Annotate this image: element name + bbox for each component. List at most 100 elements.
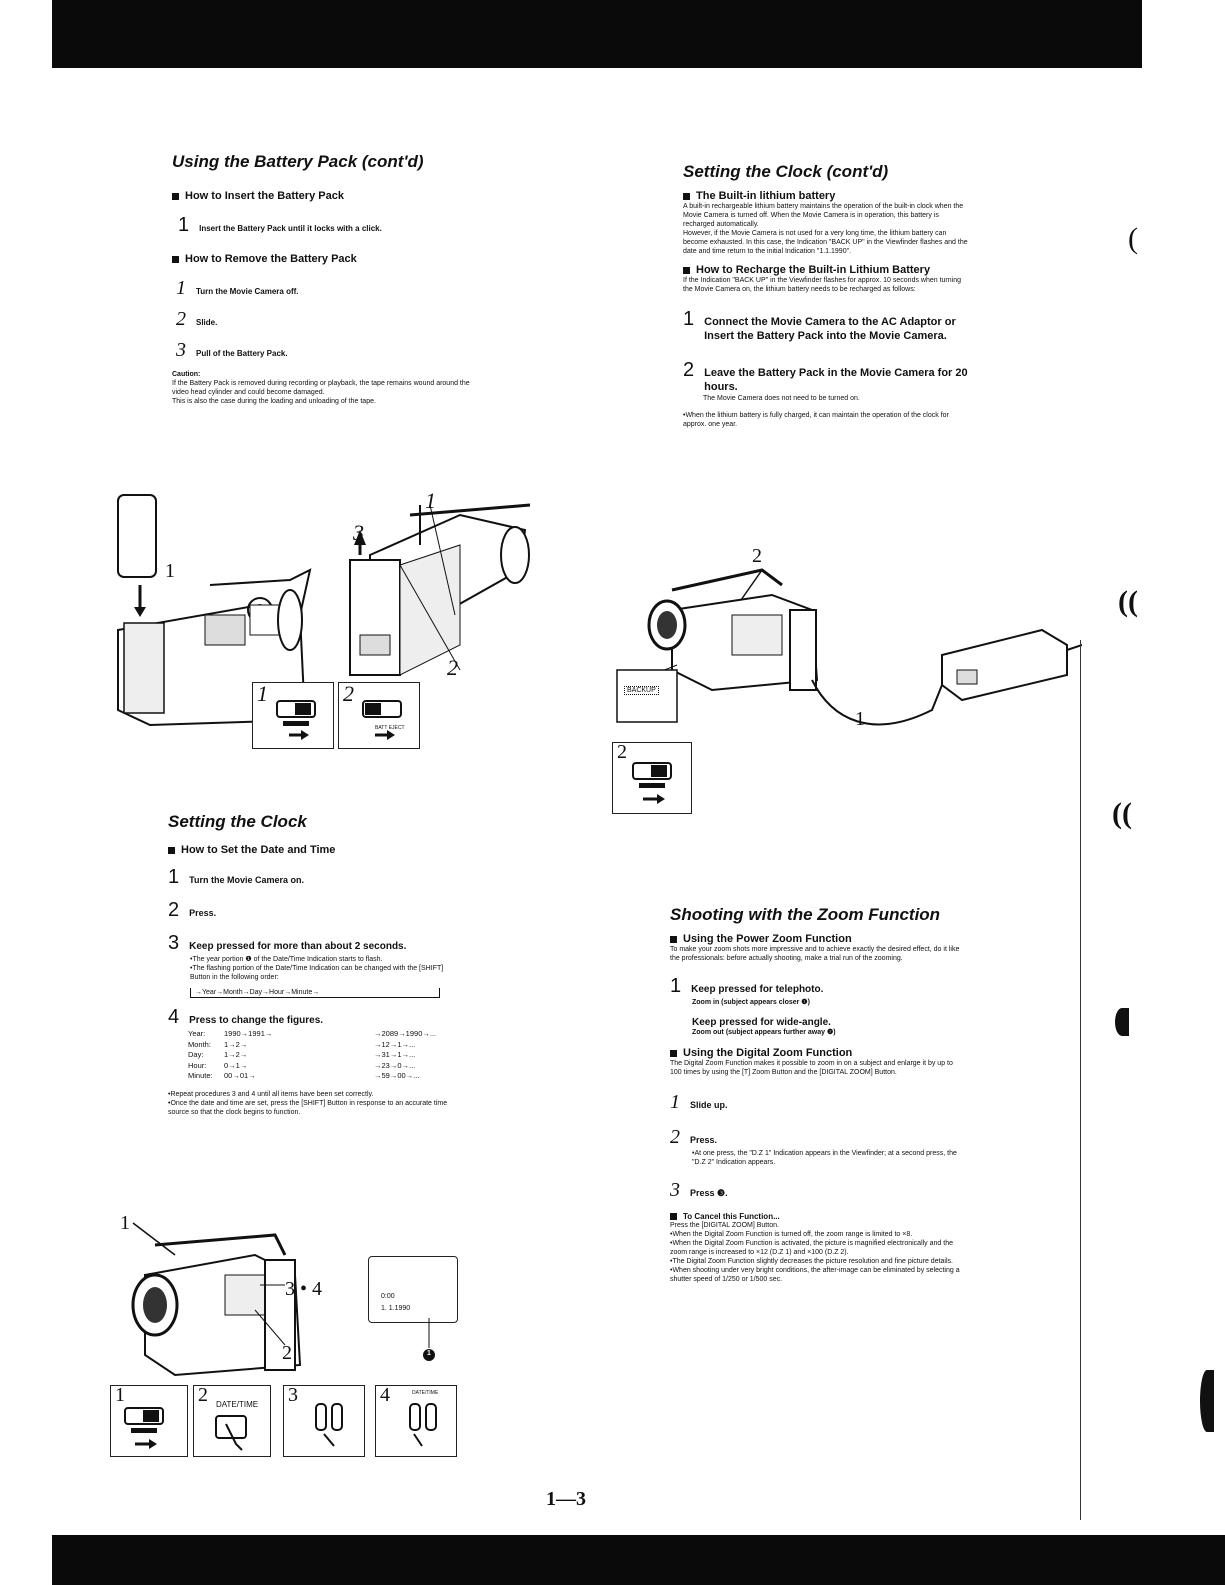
fig-label: 1 [425, 488, 436, 513]
fig-label: 1 [120, 1212, 130, 1234]
zoom-step: 3 Press ❸. [670, 1179, 728, 1201]
clock-step: 3 Keep pressed for more than about 2 sec… [168, 932, 407, 954]
edge-blot [1115, 1008, 1129, 1036]
lithium-footnote: •When the lithium battery is fully charg… [683, 412, 949, 428]
cancel-line: •The Digital Zoom Function slightly decr… [670, 1258, 953, 1265]
shift-set-buttons-icon [315, 1403, 343, 1447]
step2-note: The Movie Camera does not need to be tur… [703, 395, 860, 402]
recharge-switch-box: 2 [612, 741, 692, 814]
fig-label: 2 [282, 1342, 292, 1364]
fig-label: 1 [165, 560, 175, 582]
bullet-square-icon [172, 255, 179, 263]
cancel-heading: To Cancel this Function... [670, 1212, 960, 1221]
cancel-line: Press the [DIGITAL ZOOM] Button. [670, 1222, 779, 1229]
fig-label: 2 [447, 655, 458, 680]
bullet-square-icon [683, 266, 690, 274]
step1-note: Zoom in (subject appears closer ❶) [692, 999, 810, 1006]
fig-label: 3 [353, 520, 364, 545]
clock-camera-illustration [131, 1222, 302, 1377]
caution-label: Caution: [172, 371, 201, 378]
indicator-pointer-icon [423, 1318, 435, 1361]
clock-box-4: 4 DATE/TIME [375, 1384, 457, 1457]
switch-box-2: 2 BATT EJECT [338, 681, 420, 749]
zoom-step: 2 Press. [670, 1126, 718, 1148]
recharge-text: If the Indication "BACK UP" in the Viewf… [683, 277, 961, 293]
insert-heading: How to Insert the Battery Pack [172, 190, 472, 202]
edge-mark: ( [1128, 222, 1138, 255]
remove-step: 3 Pull of the Battery Pack. [176, 339, 288, 361]
clock-cont-section: Setting the Clock (cont'd) The Built-in … [683, 162, 968, 429]
edge-blot [1200, 1370, 1214, 1432]
bottom-black-bar [52, 1535, 1225, 1585]
cancel-line: •When the Digital Zoom Function is turne… [670, 1231, 913, 1238]
battery-title: Using the Battery Pack (cont'd) [172, 152, 424, 171]
zoom-step: 1 Keep pressed for telephoto. [670, 975, 824, 997]
top-black-bar [52, 0, 1142, 68]
step3-note: •The flashing portion of the Date/Time I… [190, 965, 444, 981]
battery-section: Using the Battery Pack (cont'd) How to I… [172, 152, 472, 406]
zoom-section: Shooting with the Zoom Function Using th… [670, 905, 960, 1284]
battery-pack-icon [117, 494, 157, 578]
step1b: Keep pressed for wide-angle. [692, 1017, 831, 1028]
switch-slide-icon [276, 700, 316, 740]
clock-box-2: 2 DATE/TIME [193, 1384, 271, 1457]
zoom-step: 1 Slide up. [670, 1091, 728, 1113]
lithium-text-2: However, if the Movie Camera is not used… [683, 230, 968, 255]
clock-note: •Repeat procedures 3 and 4 until all ite… [168, 1090, 374, 1098]
caution-text-2: This is also the case during the loading… [172, 398, 376, 405]
table-row: Minute:00→01→→59→00→... [188, 1071, 420, 1080]
clock-box-1: 1 [110, 1384, 188, 1457]
recharge-step: 2 Leave the Battery Pack in the Movie Ca… [683, 359, 968, 393]
table-row: Month:1→2→→12→1→... [188, 1039, 416, 1049]
recharge-step: 1 Connect the Movie Camera to the AC Ada… [683, 308, 956, 342]
fig-label: 2 [752, 545, 762, 567]
clock-step: 1 Turn the Movie Camera on. [168, 866, 304, 888]
edge-mark: (( [1118, 585, 1138, 618]
clock-heading: How to Set the Date and Time [168, 844, 458, 856]
caution-text: If the Battery Pack is removed during re… [172, 380, 470, 396]
digital-zoom-heading: Using the Digital Zoom Function [670, 1047, 960, 1059]
page-number: 1—3 [546, 1488, 586, 1510]
ac-adaptor-illustration [616, 568, 1082, 726]
step1b-note: Zoom out (subject appears further away ❷… [692, 1029, 836, 1036]
lithium-heading: The Built-in lithium battery [683, 190, 968, 202]
marker-label: 1 [427, 1350, 431, 1357]
power-switch-icon [124, 1407, 164, 1449]
power-switch-icon [632, 762, 672, 804]
digital-zoom-text: The Digital Zoom Function makes it possi… [670, 1060, 953, 1076]
remove-step: 1 Turn the Movie Camera off. [176, 277, 299, 299]
fig-label: 3 • 4 [285, 1278, 323, 1300]
eject-slide-icon [362, 700, 402, 740]
bullet-square-icon [670, 1049, 677, 1057]
clock-title: Setting the Clock [168, 812, 307, 831]
remove-heading: How to Remove the Battery Pack [172, 253, 472, 265]
clock-step: 4 Press to change the figures. [168, 1006, 324, 1028]
zoom-title: Shooting with the Zoom Function [670, 905, 941, 924]
bullet-square-icon [168, 846, 175, 854]
insert-step: 1 Insert the Battery Pack until it locks… [178, 214, 382, 236]
recharge-heading: How to Recharge the Built-in Lithium Bat… [683, 264, 968, 276]
order-sequence: →Year→Month→Day→Hour→Minute→ [190, 988, 440, 998]
bullet-square-icon [172, 192, 179, 200]
table-row: Hour:0→1→→23→0→... [188, 1060, 416, 1070]
ac-adaptor-icon [941, 628, 1068, 702]
power-zoom-heading: Using the Power Zoom Function [670, 933, 960, 945]
power-zoom-text: To make your zoom shots more impressive … [670, 946, 960, 962]
clock-box-3: 3 [283, 1384, 365, 1457]
cancel-line: •When shooting under very bright conditi… [670, 1267, 960, 1283]
lithium-text: A built-in rechargeable lithium battery … [683, 203, 964, 228]
table-row: Day:1→2→→31→1→... [188, 1050, 416, 1059]
bullet-square-icon [683, 192, 690, 200]
press-button-icon [215, 1415, 247, 1451]
batt-eject-label: BATT EJECT [375, 725, 405, 731]
viewfinder-display: 0:00 1. 1.1990 [368, 1256, 458, 1323]
setting-table: Year:1990→1991→→2089→1990→... Month:1→2→… [188, 1029, 458, 1082]
track-buttons-icon [409, 1403, 437, 1447]
step2-note: •At one press, the "D.Z 1" Indication ap… [692, 1150, 957, 1166]
bullet-square-icon [670, 1213, 677, 1220]
switch-box-1: 1 [252, 681, 334, 749]
scan-edge-line [1080, 640, 1081, 1520]
backup-indicator: BACKUP [624, 686, 659, 695]
step3-note: •The year portion ❶ of the Date/Time Ind… [190, 956, 383, 963]
fig-label: 1 [855, 708, 865, 730]
